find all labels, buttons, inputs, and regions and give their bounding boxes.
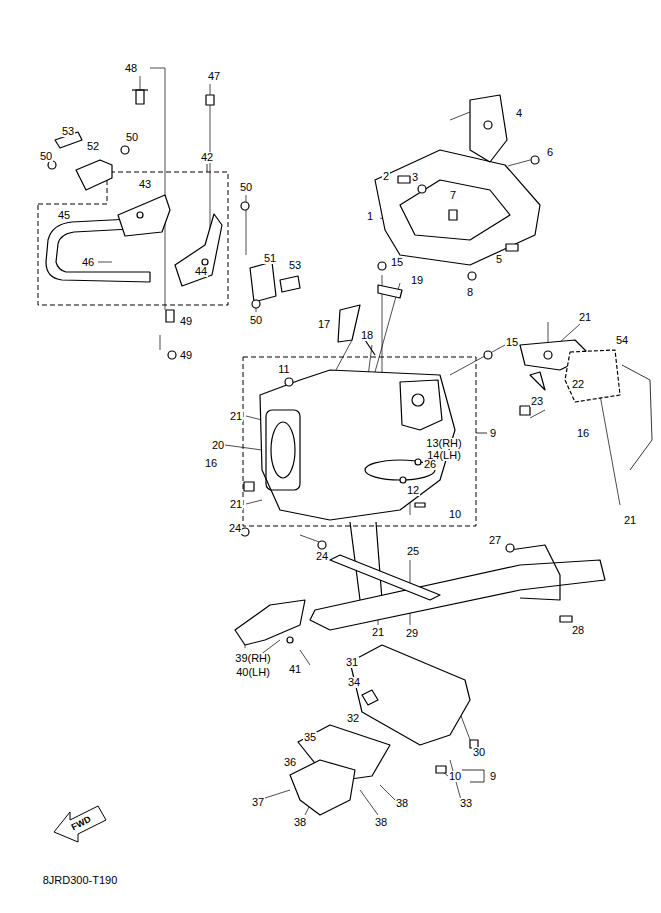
callout-number: 9: [489, 428, 497, 439]
callout-number: 50: [239, 182, 253, 193]
callout-number: 2: [382, 171, 390, 182]
callout-number: 22: [571, 379, 585, 390]
callout-number: 25: [406, 546, 420, 557]
callout-number: 47: [207, 71, 221, 82]
callout-number: 48: [124, 63, 138, 74]
callout-number: 42: [200, 152, 214, 163]
callout-number: 10: [448, 771, 462, 782]
callout-number: 38: [293, 817, 307, 828]
callout-number: 38: [374, 817, 388, 828]
callout-number: 24: [315, 551, 329, 562]
callout-number: 11: [277, 364, 290, 375]
callout-number: 37: [251, 797, 265, 808]
callout-number: 15: [390, 257, 404, 268]
callout-number: 19: [410, 275, 424, 286]
callout-number: 21: [229, 411, 243, 422]
callout-number: 50: [249, 315, 263, 326]
callout-number: 5: [495, 254, 503, 265]
drawing-code: 8JRD300-T190: [42, 875, 119, 886]
callout-number: 54: [615, 335, 629, 346]
callout-number: 30: [472, 747, 486, 758]
callout-number: 21: [578, 312, 592, 323]
callout-number: 50: [125, 132, 139, 143]
callout-number: 49: [179, 316, 193, 327]
callout-number: 34: [347, 677, 361, 688]
callout-number: 24: [228, 523, 242, 534]
callout-number: 16: [576, 428, 590, 439]
callout-number: 4: [515, 108, 523, 119]
callout-number: 8: [466, 287, 474, 298]
callout-number: 1: [366, 211, 374, 222]
callout-number: 17: [317, 319, 331, 330]
callout-number: 6: [546, 147, 554, 158]
callout-number: 40(LH): [235, 667, 271, 678]
callout-number: 28: [571, 625, 585, 636]
callout-number: 3: [411, 172, 419, 183]
callout-number: 33: [459, 798, 473, 809]
callout-number: 20: [211, 440, 225, 451]
callout-number: 38: [395, 798, 409, 809]
callout-number: 16: [204, 458, 218, 469]
callout-number: 53: [288, 260, 302, 271]
callout-number: 31: [345, 657, 359, 668]
callout-number: 46: [81, 257, 95, 268]
callout-number: 10: [448, 509, 462, 520]
callout-number: 18: [360, 330, 374, 341]
callout-number: 39(RH): [234, 653, 271, 664]
callout-number: 9: [489, 771, 497, 782]
callout-number: 45: [57, 210, 71, 221]
callout-number: 52: [86, 141, 100, 152]
callout-number: 27: [488, 535, 502, 546]
callout-number: 23: [530, 396, 544, 407]
callout-number: 32: [346, 713, 360, 724]
callout-number: 21: [229, 499, 243, 510]
callout-number: 35: [303, 732, 317, 743]
callout-number: 26: [423, 459, 437, 470]
callout-number: 53: [61, 126, 75, 137]
callout-number: 43: [138, 179, 152, 190]
callout-number: 50: [39, 151, 53, 162]
callout-number: 21: [623, 515, 637, 526]
callout-number: 41: [288, 664, 302, 675]
callout-number: 7: [449, 190, 457, 201]
callout-number: 36: [283, 757, 297, 768]
callout-number: 13(RH): [425, 438, 462, 449]
callout-number: 15: [505, 337, 519, 348]
callout-number: 49: [179, 350, 193, 361]
callout-number: 29: [405, 628, 419, 639]
callout-number: 12: [406, 485, 420, 496]
callout-number: 44: [194, 266, 208, 277]
callout-number: 51: [263, 253, 277, 264]
callout-number: 21: [371, 627, 385, 638]
